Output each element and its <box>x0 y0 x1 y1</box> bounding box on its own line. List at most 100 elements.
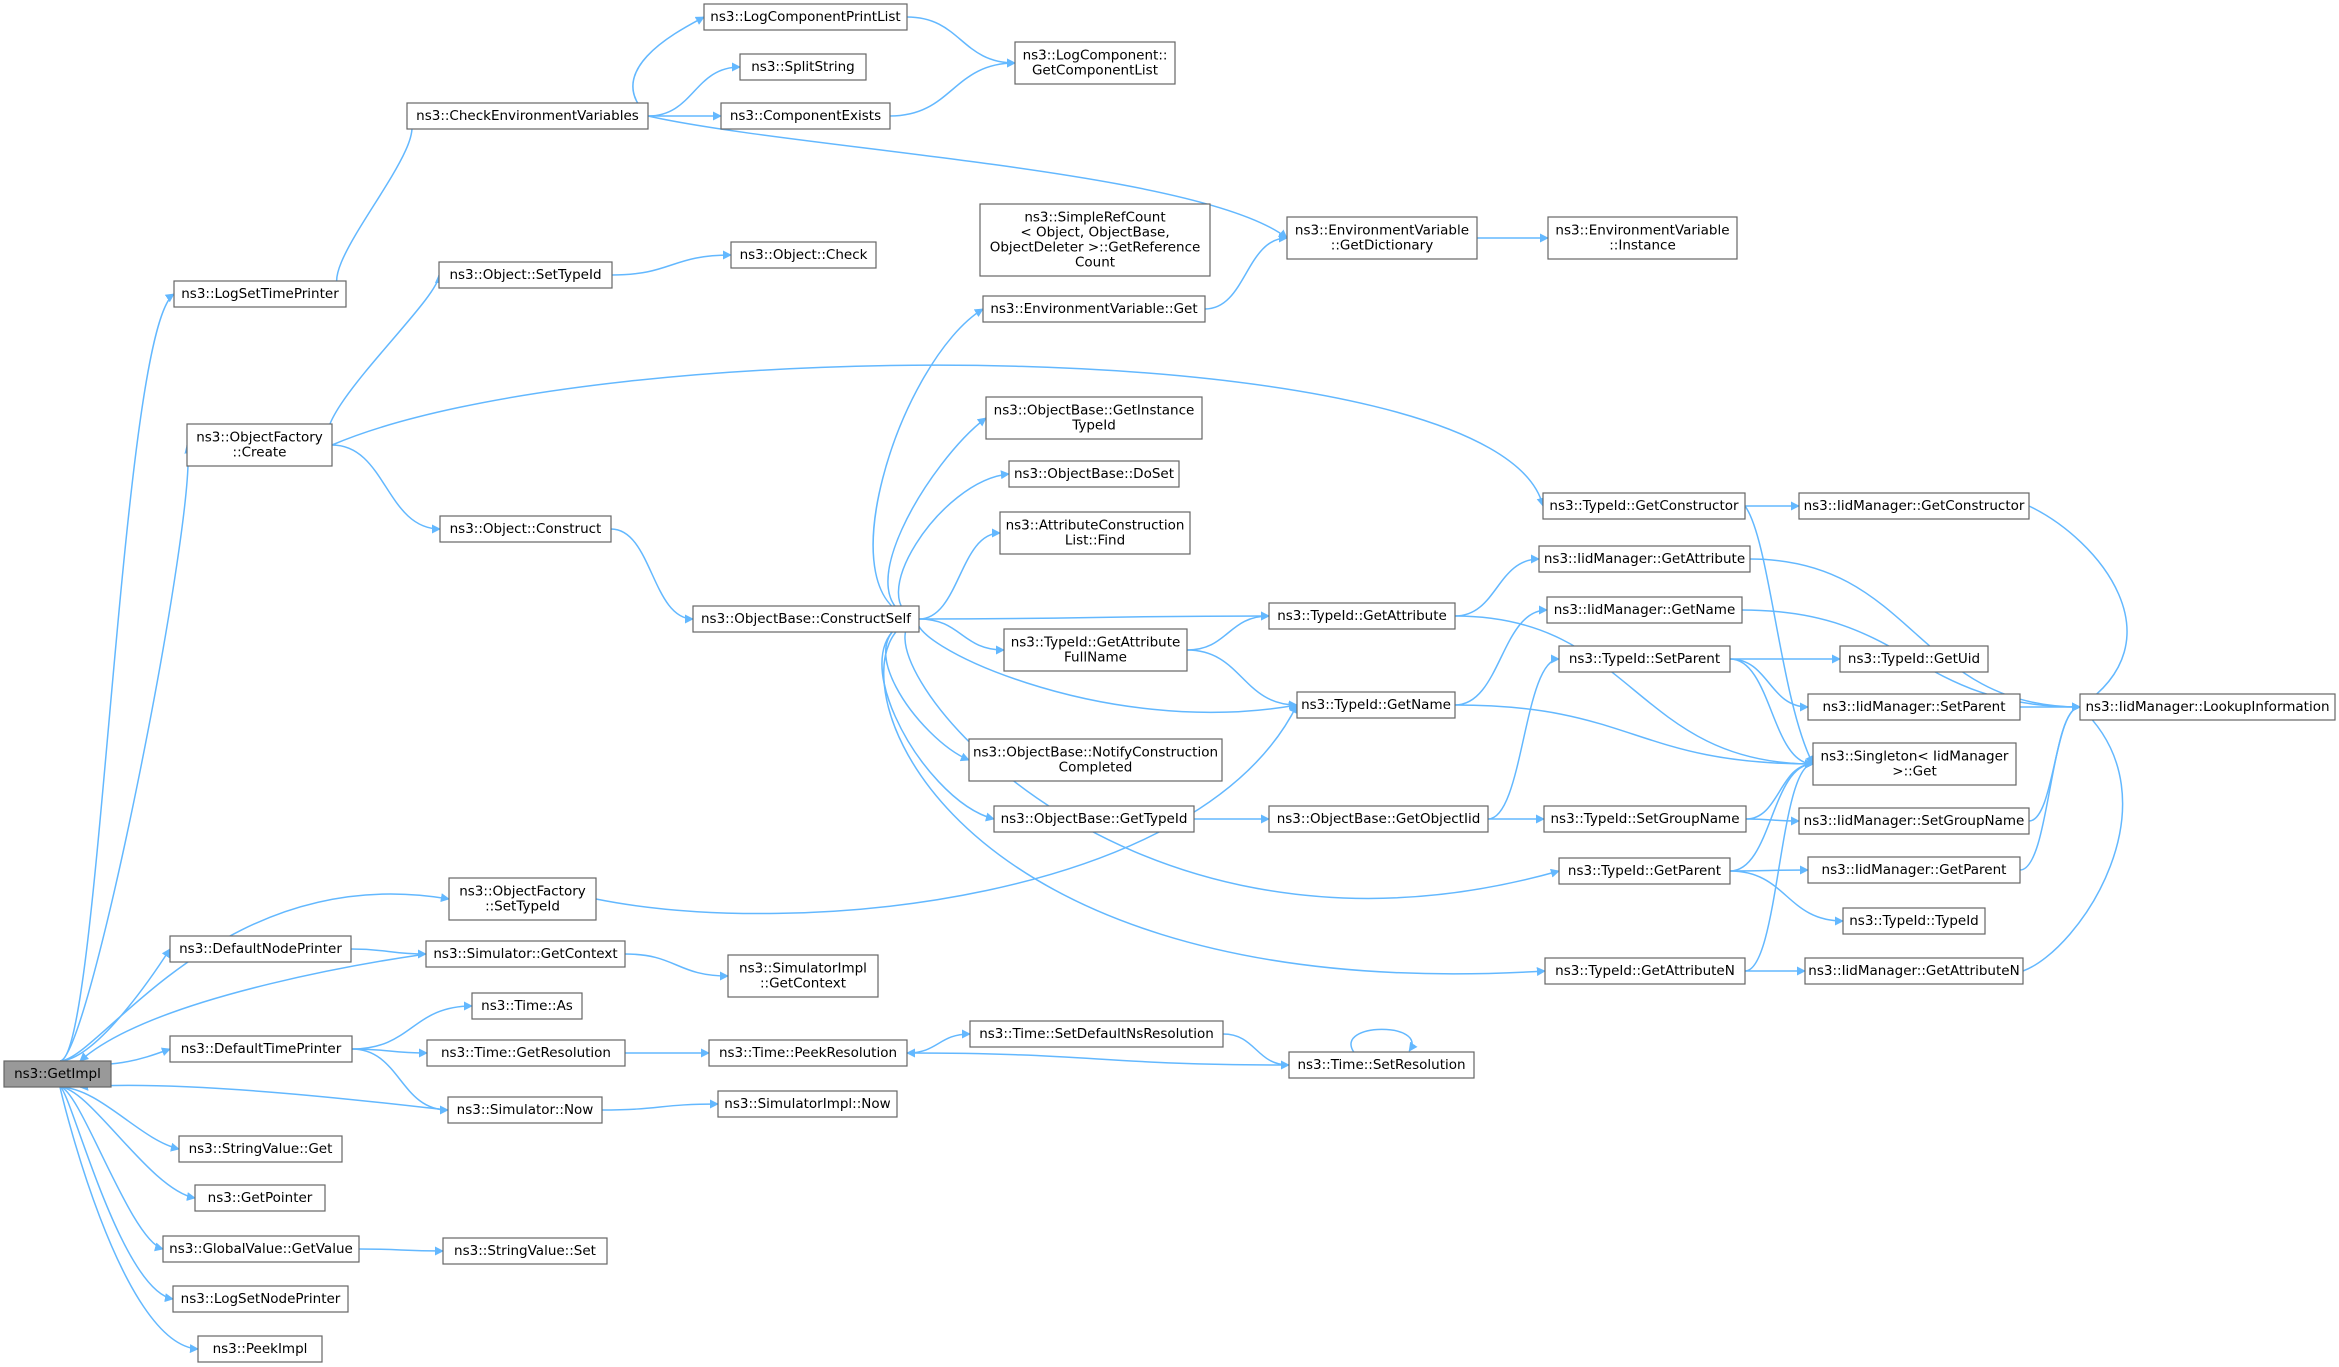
edge-CheckEnvVars-to-EnvVarGetDictionary <box>647 115 1288 239</box>
node-label: Count <box>1075 255 1115 271</box>
node-PeekImpl[interactable]: ns3::PeekImpl <box>197 1335 323 1363</box>
node-label: ns3::ComponentExists <box>730 108 881 124</box>
node-label: ns3::TypeId::TypeId <box>1849 913 1979 929</box>
node-TypeIdSetGroupName[interactable]: ns3::TypeId::SetGroupName <box>1543 805 1747 833</box>
node-box <box>1807 856 2021 884</box>
node-label: ns3::ObjectBase::GetObjectIid <box>1277 811 1481 827</box>
edge-ConstructSelf-to-GetAttributeFullName <box>918 618 1005 655</box>
node-TimeAs[interactable]: ns3::Time::As <box>471 992 583 1020</box>
node-ComponentExists[interactable]: ns3::ComponentExists <box>720 102 891 130</box>
node-label: ObjectDeleter >::GetReference <box>990 240 1201 256</box>
node-ObjectCheck[interactable]: ns3::Object::Check <box>730 241 877 269</box>
node-TypeIdGetAttribute[interactable]: ns3::TypeId::GetAttribute <box>1268 602 1456 630</box>
node-IidGetConstructor[interactable]: ns3::IidManager::GetConstructor <box>1798 492 2030 520</box>
node-IidGetAttribute[interactable]: ns3::IidManager::GetAttribute <box>1538 545 1751 573</box>
node-SimpleRefCount[interactable]: ns3::SimpleRefCount< Object, ObjectBase,… <box>979 203 1211 277</box>
node-SimulatorImplNow[interactable]: ns3::SimulatorImpl::Now <box>717 1090 898 1118</box>
node-DefaultTimePrinter[interactable]: ns3::DefaultTimePrinter <box>169 1035 353 1063</box>
node-NotifyConstructionCompleted[interactable]: ns3::ObjectBase::NotifyConstructionCompl… <box>968 738 1223 782</box>
node-box <box>979 203 1211 277</box>
node-EnvVarGetDictionary[interactable]: ns3::EnvironmentVariable::GetDictionary <box>1286 216 1478 260</box>
node-CheckEnvVars[interactable]: ns3::CheckEnvironmentVariables <box>406 102 649 130</box>
node-IidSetParent[interactable]: ns3::IidManager::SetParent <box>1807 693 2021 721</box>
node-TypeIdTypeId[interactable]: ns3::TypeId::TypeId <box>1842 907 1986 935</box>
node-SplitString[interactable]: ns3::SplitString <box>739 53 867 81</box>
node-box <box>439 515 612 543</box>
edge-TypeIdGetParent-to-TypeIdTypeId <box>1729 870 1844 926</box>
edge-TypeIdSetParent-to-SingletonGet <box>1729 658 1814 769</box>
edge-GetAttributeFullName-to-TypeIdGetName <box>1186 649 1298 710</box>
node-SingletonGet[interactable]: ns3::Singleton< IidManager>::Get <box>1812 742 2017 786</box>
node-StringValueGet[interactable]: ns3::StringValue::Get <box>178 1135 343 1163</box>
node-ObjectSetTypeId[interactable]: ns3::Object::SetTypeId <box>438 261 613 289</box>
node-SimulatorGetContext[interactable]: ns3::Simulator::GetContext <box>425 940 626 968</box>
node-ObjectBaseGetTypeId[interactable]: ns3::ObjectBase::GetTypeId <box>993 805 1195 833</box>
node-label: ns3::Object::Check <box>740 247 868 263</box>
nodes-layer: ns3::GetImplns3::LogSetTimePrinterns3::O… <box>3 3 2336 1363</box>
node-GetComponentList[interactable]: ns3::LogComponent::GetComponentList <box>1014 41 1176 85</box>
node-label: ns3::LogComponent:: <box>1023 48 1168 64</box>
node-ObjectConstruct[interactable]: ns3::Object::Construct <box>439 515 612 543</box>
node-EnvVarGet[interactable]: ns3::EnvironmentVariable::Get <box>982 295 1206 323</box>
node-box <box>1558 645 1731 673</box>
node-ConstructSelf[interactable]: ns3::ObjectBase::ConstructSelf <box>692 605 920 633</box>
node-label: ns3::SimpleRefCount <box>1024 210 1165 226</box>
node-IidLookupInformation[interactable]: ns3::IidManager::LookupInformation <box>2079 693 2336 721</box>
node-box <box>1804 957 2024 985</box>
node-TypeIdGetAttributeN[interactable]: ns3::TypeId::GetAttributeN <box>1544 957 1746 985</box>
node-TypeIdGetConstructor[interactable]: ns3::TypeId::GetConstructor <box>1542 492 1746 520</box>
edge-TypeIdGetConstructor-to-SingletonGet <box>1744 505 1814 765</box>
node-IidGetAttributeN[interactable]: ns3::IidManager::GetAttributeN <box>1804 957 2024 985</box>
node-TypeIdGetUid[interactable]: ns3::TypeId::GetUid <box>1839 645 1989 673</box>
node-TimeGetResolution[interactable]: ns3::Time::GetResolution <box>426 1039 626 1067</box>
node-LogComponentPrintList[interactable]: ns3::LogComponentPrintList <box>703 3 908 31</box>
node-box <box>727 954 879 998</box>
edge-GetImpl-to-LogSetNodePrinter <box>59 1086 174 1303</box>
node-label: ns3::IidManager::GetAttributeN <box>1808 963 2019 979</box>
edge-LogComponentPrintList-to-GetComponentList <box>906 16 1016 68</box>
edge-SetDefaultNsResolution-to-TimeSetResolution <box>1222 1033 1290 1070</box>
node-StringValueSet[interactable]: ns3::StringValue::Set <box>442 1237 608 1265</box>
node-TimeSetResolution[interactable]: ns3::Time::SetResolution <box>1288 1051 1475 1079</box>
edge-CheckEnvVars-to-SplitString <box>647 62 741 117</box>
node-box <box>1538 545 1751 573</box>
node-SimulatorNow[interactable]: ns3::Simulator::Now <box>447 1096 603 1124</box>
node-ObjectFactorySetTypeId[interactable]: ns3::ObjectFactory::SetTypeId <box>448 877 597 921</box>
node-TypeIdGetParent[interactable]: ns3::TypeId::GetParent <box>1558 857 1731 885</box>
node-DoSet[interactable]: ns3::ObjectBase::DoSet <box>1008 460 1180 488</box>
edge-GlobalValueGetValue-to-StringValueSet <box>358 1246 444 1256</box>
node-LogSetTimePrinter[interactable]: ns3::LogSetTimePrinter <box>173 280 347 308</box>
node-ObjectFactoryCreate[interactable]: ns3::ObjectFactory::Create <box>186 423 333 467</box>
node-TimePeekResolution[interactable]: ns3::Time::PeekResolution <box>708 1039 908 1067</box>
edge-ConstructSelf-to-EnvVarGet <box>872 308 984 620</box>
node-GetObjectIid[interactable]: ns3::ObjectBase::GetObjectIid <box>1268 805 1489 833</box>
edge-GetImpl-to-LogSetTimePrinter <box>59 293 175 1062</box>
node-label: ns3::SimulatorImpl::Now <box>724 1096 890 1112</box>
node-SetDefaultNsResolution[interactable]: ns3::Time::SetDefaultNsResolution <box>969 1020 1224 1048</box>
node-IidGetName[interactable]: ns3::IidManager::GetName <box>1546 596 1743 624</box>
node-box <box>1547 216 1738 260</box>
edge-GetAttributeFullName-to-TypeIdGetAttribute <box>1186 611 1270 651</box>
node-SimulatorImplGetContext[interactable]: ns3::SimulatorImpl::GetContext <box>727 954 879 998</box>
edge-GetImpl-to-PeekImpl <box>59 1086 199 1354</box>
node-box <box>1807 693 2021 721</box>
node-box <box>1558 857 1731 885</box>
node-EnvVarInstance[interactable]: ns3::EnvironmentVariable::Instance <box>1547 216 1738 260</box>
node-label: ns3::EnvironmentVariable::Get <box>990 301 1197 317</box>
node-TypeIdSetParent[interactable]: ns3::TypeId::SetParent <box>1558 645 1731 673</box>
node-GlobalValueGetValue[interactable]: ns3::GlobalValue::GetValue <box>162 1235 360 1263</box>
node-LogSetNodePrinter[interactable]: ns3::LogSetNodePrinter <box>172 1285 349 1313</box>
node-label: ns3::Object::SetTypeId <box>449 267 601 283</box>
node-box <box>3 1060 112 1088</box>
node-IidGetParent[interactable]: ns3::IidManager::GetParent <box>1807 856 2021 884</box>
node-TypeIdGetName[interactable]: ns3::TypeId::GetName <box>1296 691 1456 719</box>
node-IidSetGroupName[interactable]: ns3::IidManager::SetGroupName <box>1798 807 2030 835</box>
node-box <box>985 396 1203 440</box>
node-box <box>448 877 597 921</box>
node-DefaultNodePrinter[interactable]: ns3::DefaultNodePrinter <box>169 935 352 963</box>
node-label: ::GetDictionary <box>1331 238 1433 254</box>
node-GetPointer[interactable]: ns3::GetPointer <box>194 1184 326 1212</box>
